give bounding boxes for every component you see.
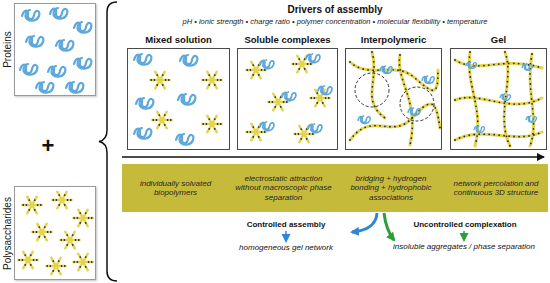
branch-heading: Controlled assembly xyxy=(228,219,344,230)
description-text-group: bridging + hydrogen bonding + hydrophobi… xyxy=(342,174,440,202)
stage-panel: Mixed solution xyxy=(127,33,230,150)
component-box: Proteins xyxy=(0,2,98,97)
mixed-solution-art xyxy=(134,54,222,145)
panel-title: Soluble complexes xyxy=(237,33,338,47)
description-text: individually solvated biopolymers xyxy=(126,179,225,198)
description-text: bridging + hydrogen bonding + hydrophobi… xyxy=(342,174,440,202)
soluble-complexes-art xyxy=(246,54,332,142)
stage-description: bridging + hydrogen bonding + hydrophobi… xyxy=(338,164,444,212)
panel-title: Gel xyxy=(450,33,547,47)
stage-description: individually solvated biopolymers xyxy=(122,164,229,212)
branch-heading: Uncontrolled complexation xyxy=(398,219,532,230)
sample-frame xyxy=(14,186,96,280)
stage-panel: Interpolymeric xyxy=(345,33,442,150)
gel-network-art xyxy=(455,52,542,146)
panel-title: Interpolymeric xyxy=(345,33,442,47)
panel-frame xyxy=(345,48,442,150)
vertical-heading: Proteins xyxy=(2,31,13,68)
component-box: Polysaccharides xyxy=(0,185,98,281)
controlled-branch-arrow xyxy=(352,213,377,232)
interpolymeric-art xyxy=(350,52,440,145)
panel-frame xyxy=(127,48,230,150)
stage-description: network percolation and continuous 3D st… xyxy=(444,164,548,212)
stage-panel: Soluble complexes xyxy=(237,33,338,150)
curly-brace xyxy=(99,2,117,281)
drivers-heading: Drivers of assembly xyxy=(120,3,550,16)
panel-frame xyxy=(237,48,338,150)
stage-description: electrostatic attraction without macrosc… xyxy=(229,164,338,212)
description-text-group: network percolation and continuous 3D st… xyxy=(448,179,544,198)
description-text-group: individually solvated biopolymers xyxy=(126,179,225,198)
panel-frame xyxy=(450,48,547,150)
branch-outcome: homogeneous gel network xyxy=(216,243,356,253)
description-text: network percolation and continuous 3D st… xyxy=(448,179,544,198)
branch-outcome: insoluble aggregates / phase separation xyxy=(382,242,546,252)
polysaccharide-stars xyxy=(18,192,92,275)
description-text-group: electrostatic attraction without macrosc… xyxy=(233,174,334,202)
progression-arrow xyxy=(122,156,544,157)
vertical-heading: Polysaccharides xyxy=(2,197,13,270)
description-text: electrostatic attraction without macrosc… xyxy=(233,174,334,202)
uncontrolled-result-arrow xyxy=(463,231,465,240)
panel-title: Mixed solution xyxy=(127,33,230,47)
protein-coils xyxy=(20,8,91,93)
sample-frame xyxy=(14,3,96,96)
stage-panel: Gel xyxy=(450,33,547,150)
uncontrolled-branch-arrow xyxy=(384,213,394,240)
controlled-result-arrow xyxy=(285,231,287,241)
plus-sign: + xyxy=(30,133,66,159)
drivers-list: pH • ionic strength • charge ratio • pol… xyxy=(120,17,550,27)
